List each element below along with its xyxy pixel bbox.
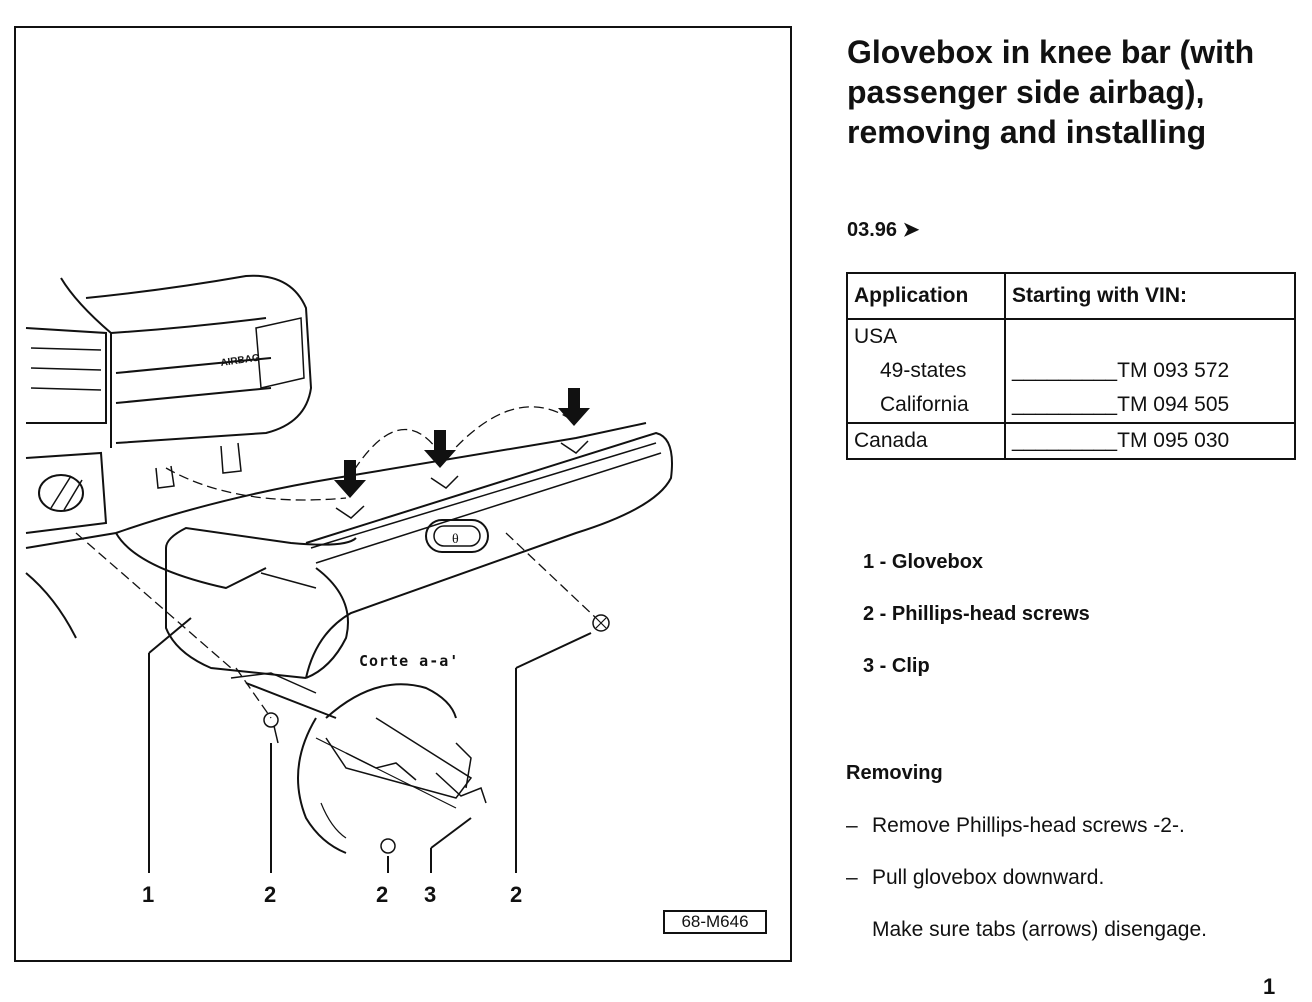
svg-text:θ: θ [452, 532, 459, 547]
table-row: Canada _________TM 095 030 [846, 422, 1296, 460]
step-text: Remove Phillips-head screws -2-. [872, 814, 1185, 837]
usa-vin-cell: _________TM 093 572 _________TM 094 505 [1004, 318, 1296, 424]
usa-label: USA [854, 325, 898, 348]
table-header-row: Application Starting with VIN: [846, 272, 1296, 320]
callout-3: 3 [424, 882, 437, 907]
vin-table: Application Starting with VIN: USA 49-st… [846, 272, 1296, 460]
legend-item: 2 - Phillips-head screws [863, 603, 1090, 625]
section-label: Corte a-a' [359, 652, 460, 670]
step-note: Make sure tabs (arrows) disengage. [872, 918, 1207, 941]
callout-2: 2 [264, 882, 277, 907]
dash-bullet: – [846, 814, 858, 837]
vin-value: _________TM 093 572 [1012, 359, 1230, 382]
exploded-view-figure: θ [14, 26, 792, 962]
step-item: –Pull glovebox downward. [846, 866, 1104, 890]
vin-value: _________TM 095 030 [1004, 422, 1296, 460]
table-row: USA 49-states California _________TM 093… [846, 318, 1296, 424]
callout-1: 1 [142, 882, 155, 907]
arrow-icon [558, 388, 590, 426]
page-number: 1 [1263, 974, 1276, 999]
tab-arrows [334, 388, 590, 498]
step-item: –Remove Phillips-head screws -2-. [846, 814, 1185, 838]
header-application: Application [846, 272, 1006, 320]
callout-2: 2 [510, 882, 523, 907]
arrow-icon [424, 430, 456, 468]
figure-code: 68-M646 [663, 910, 767, 934]
airbag-label: AIRBAG [220, 353, 261, 369]
row-label: California [880, 393, 969, 416]
dash-bullet: – [846, 866, 858, 889]
canada-label: Canada [846, 422, 1006, 460]
glovebox-diagram: θ [25, 274, 673, 873]
removing-heading: Removing [846, 762, 943, 784]
usa-cell: USA 49-states California [846, 318, 1006, 424]
date-marker: 03.96 ➤ [847, 219, 920, 241]
header-vin: Starting with VIN: [1004, 272, 1296, 320]
page-title: Glovebox in knee bar (with passenger sid… [847, 34, 1255, 150]
step-text: Pull glovebox downward. [872, 866, 1105, 889]
callout-2: 2 [376, 882, 389, 907]
legend-item: 3 - Clip [863, 655, 930, 677]
legend-item: 1 - Glovebox [863, 551, 984, 573]
row-label: 49-states [880, 359, 967, 382]
arrow-icon [334, 460, 366, 498]
vin-value: _________TM 094 505 [1012, 393, 1230, 416]
